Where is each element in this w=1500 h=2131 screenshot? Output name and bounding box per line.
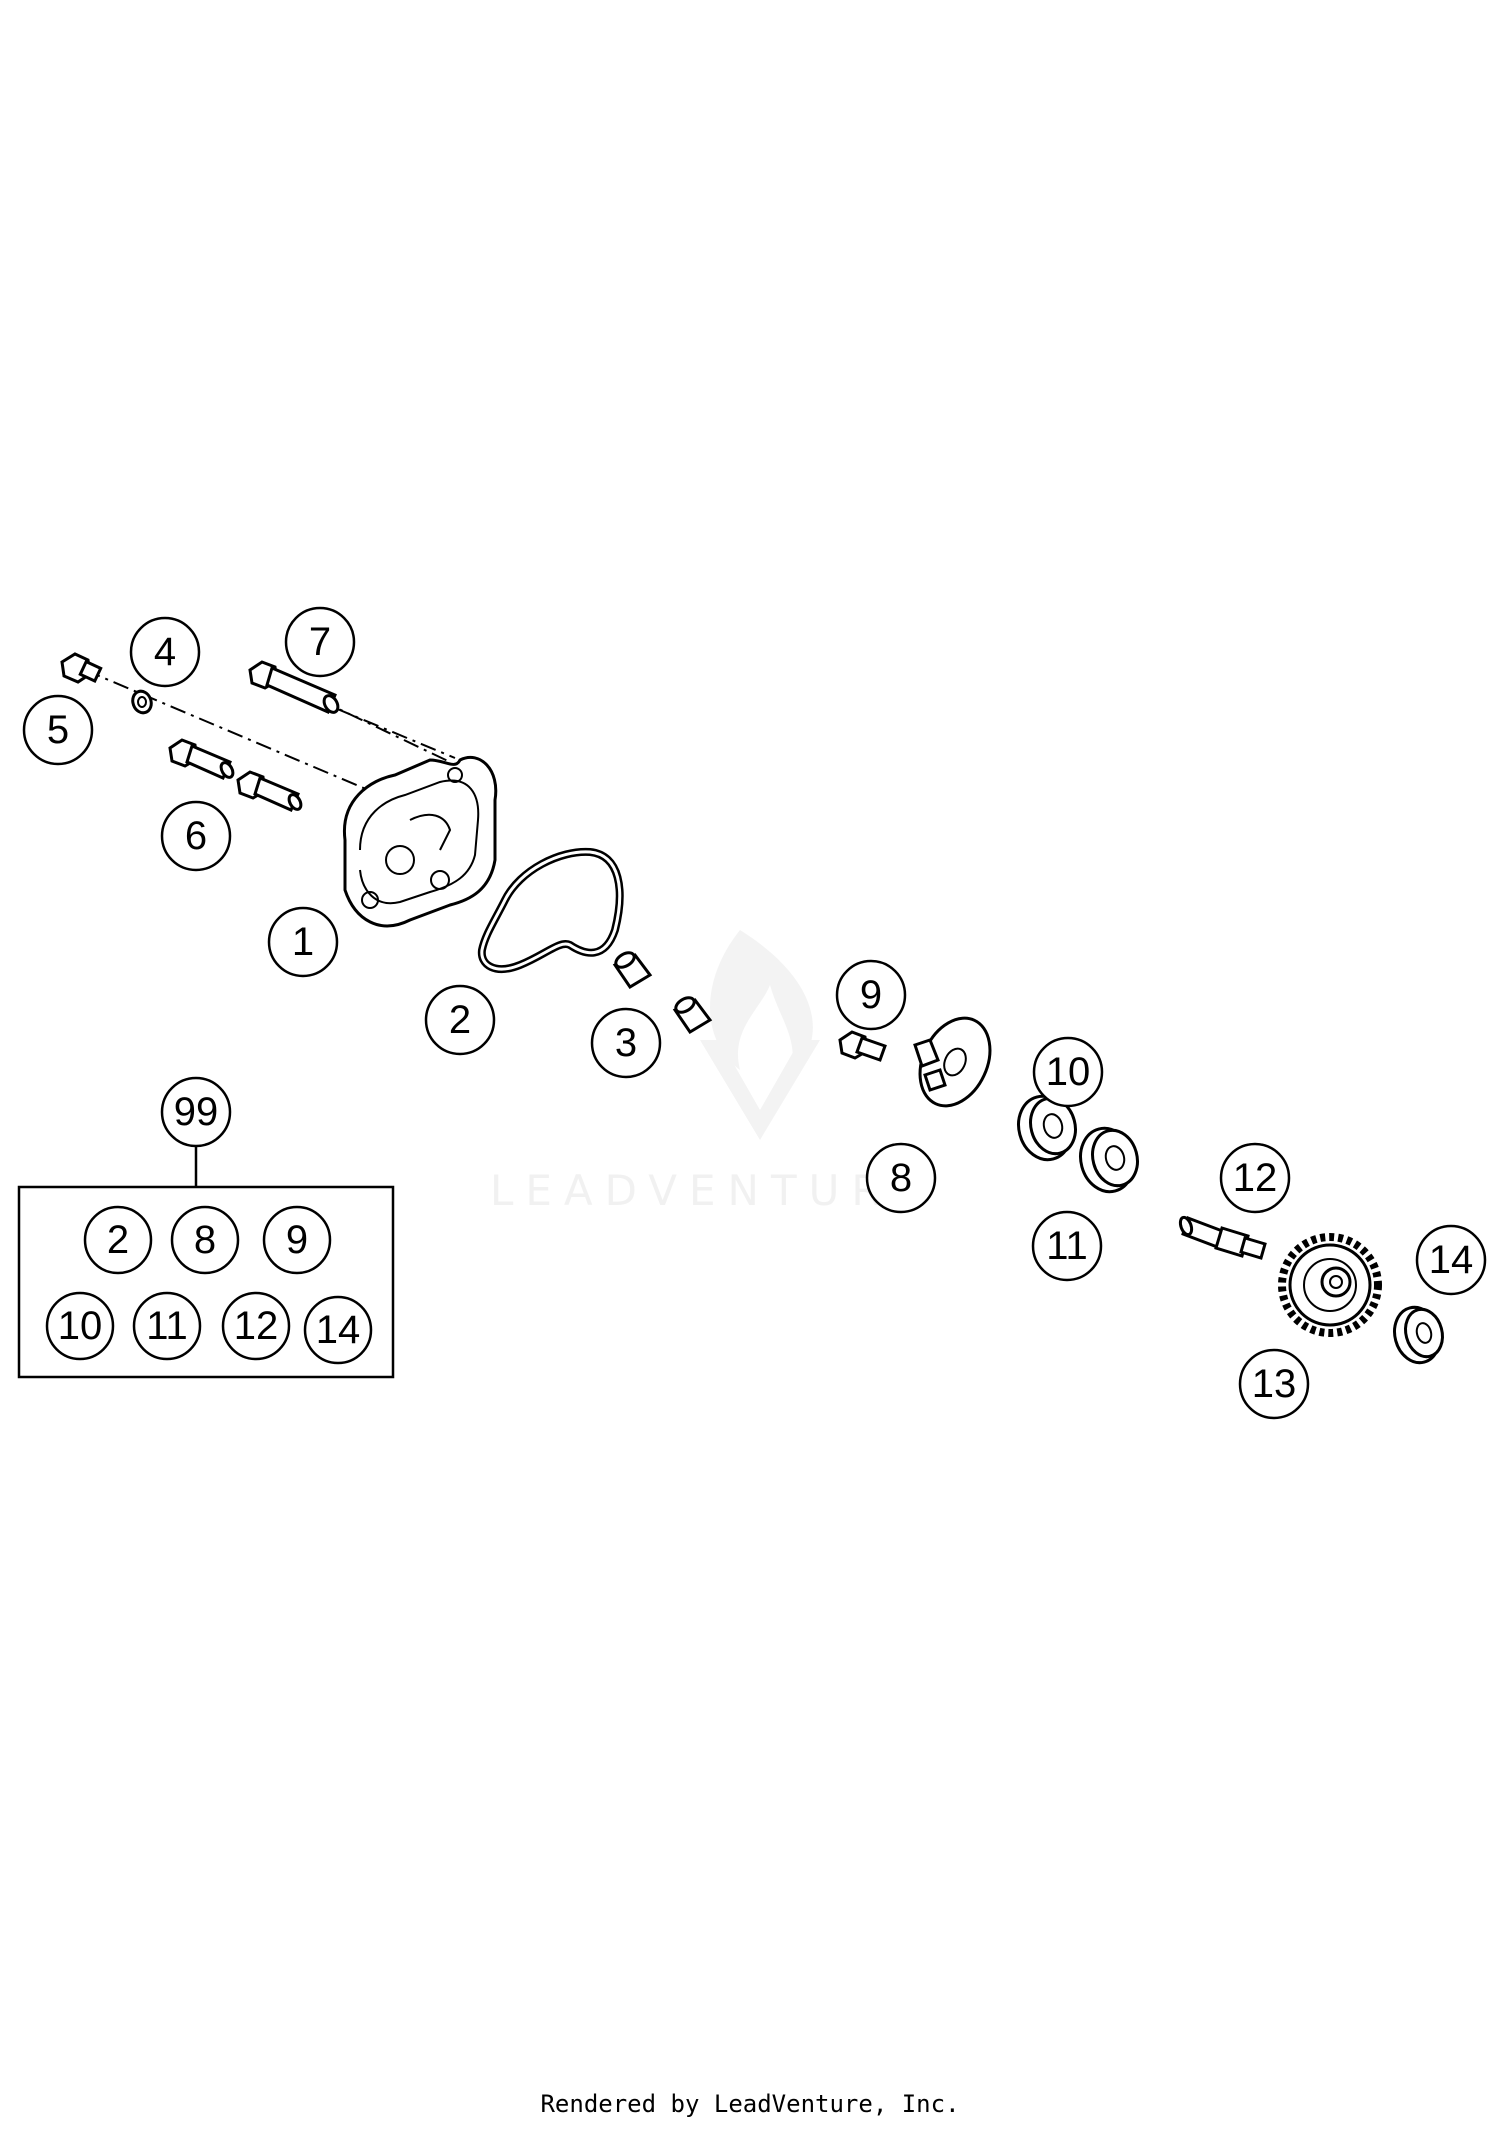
guide-lines (84, 669, 456, 796)
kit-item: 14 (316, 1308, 361, 1352)
callout-4-circle (129, 616, 201, 688)
watermark-flame-icon (710, 930, 813, 1075)
part-3-sleeves (612, 951, 713, 1035)
callout-12: 12 (1233, 1156, 1278, 1200)
callout-8: 8 (890, 1156, 912, 1200)
part-7-bolt (248, 660, 340, 714)
kit-item: 12 (234, 1304, 279, 1348)
callout-2-circle (424, 984, 496, 1056)
part-6-bolts (168, 738, 303, 812)
part-14-bearing (1393, 1305, 1444, 1365)
callout-1: 1 (292, 920, 314, 964)
kit-box: 2 8 9 10 11 12 14 (17, 1146, 395, 1379)
kit-item: 9 (286, 1218, 308, 1262)
callout-10: 10 (1046, 1050, 1091, 1094)
watermark-v-icon (700, 1040, 820, 1140)
callout-7: 7 (309, 620, 331, 664)
callout-5-circle (22, 694, 94, 766)
callout-14-circle (1415, 1224, 1487, 1296)
part-4-washer (131, 689, 153, 715)
callout-1-circle (267, 906, 339, 978)
part-9-screw (838, 1030, 887, 1062)
part-12-shaft (1178, 1215, 1267, 1260)
watermark-logo: LEADVENTURE (490, 930, 931, 1215)
callout-6: 6 (185, 814, 207, 858)
part-13-gear (1278, 1233, 1382, 1337)
callout-3: 3 (615, 1021, 637, 1065)
part-11-bearing (1079, 1126, 1139, 1194)
callout-99: 99 (174, 1090, 219, 1134)
callout-8-circle (865, 1142, 937, 1214)
kit-item: 10 (58, 1304, 103, 1348)
callout-4: 4 (154, 630, 176, 674)
part-1-pump-cover (342, 755, 498, 928)
callout-14: 14 (1429, 1238, 1474, 1282)
part-2-gasket (477, 847, 624, 973)
callout-13-circle (1238, 1348, 1310, 1420)
callout-10-circle (1032, 1036, 1104, 1108)
callout-11: 11 (1046, 1224, 1088, 1268)
part-5-bolt (60, 652, 103, 684)
kit-item: 11 (146, 1304, 188, 1348)
kit-item: 8 (194, 1218, 216, 1262)
kit-item: 2 (107, 1218, 129, 1262)
callout-bubbles (22, 606, 1487, 1420)
callout-13: 13 (1252, 1362, 1297, 1406)
callout-12-circle (1219, 1142, 1291, 1214)
watermark-text: LEADVENTURE (490, 1166, 931, 1215)
callout-11-circle (1031, 1210, 1103, 1282)
callout-9: 9 (860, 973, 882, 1017)
callout-7-circle (284, 606, 356, 678)
footer-credit: Rendered by LeadVenture, Inc. (540, 2090, 959, 2118)
part-8-impeller (913, 1016, 992, 1108)
callout-6-circle (160, 800, 232, 872)
callout-3-circle (590, 1007, 662, 1079)
callout-5: 5 (47, 708, 69, 752)
callout-2: 2 (449, 998, 471, 1042)
kit-box-frame (17, 1185, 395, 1379)
callout-9-circle (835, 959, 907, 1031)
callout-labels: 4 7 5 6 1 2 3 9 10 8 11 12 14 13 99 (47, 620, 1473, 1406)
